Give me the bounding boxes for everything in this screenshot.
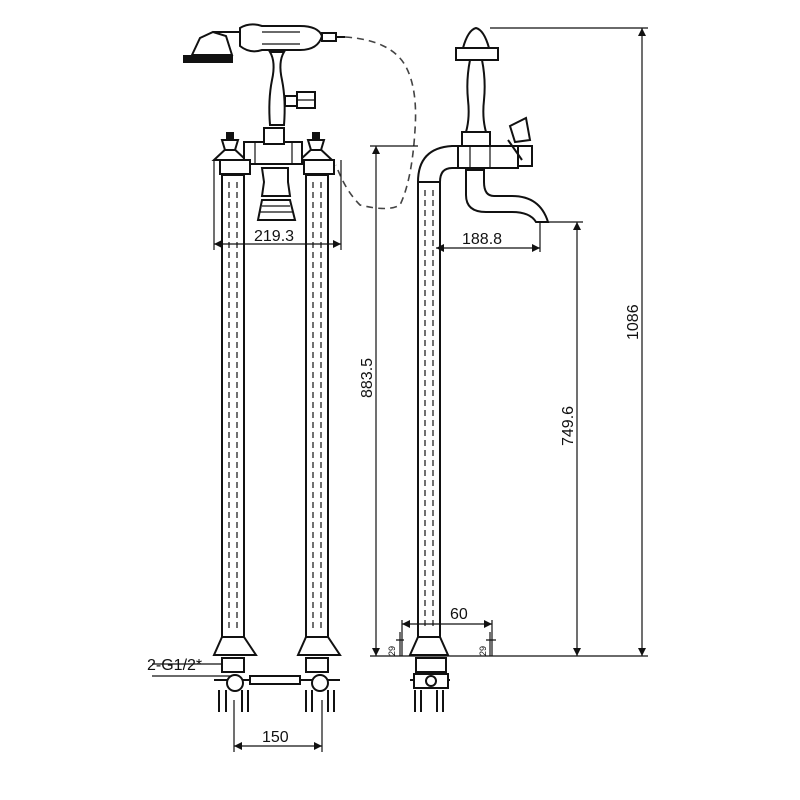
front-view	[183, 23, 417, 712]
dim-column-height: 883.5	[359, 358, 376, 398]
central-neck	[268, 51, 316, 126]
dim-spout-height: 749.6	[560, 406, 577, 446]
side-view	[408, 26, 550, 712]
hand-shower-head	[183, 30, 245, 63]
valve-body	[457, 116, 533, 169]
spout	[465, 169, 550, 223]
side-base-fixings	[410, 657, 450, 712]
dim-base-small-left: 29	[387, 646, 397, 656]
cross-handles	[211, 127, 335, 175]
dimension-lines	[152, 27, 648, 752]
top-knob	[455, 26, 499, 133]
dim-spout-reach: 188.8	[462, 231, 502, 248]
side-column	[408, 181, 450, 656]
supply-elbow	[416, 145, 459, 183]
connection-label: 2-G1/2*	[147, 657, 202, 674]
shower-hose-dashed	[335, 36, 417, 210]
base-fixings	[214, 657, 340, 712]
shower-handle	[239, 23, 345, 53]
dim-left-width: 219.3	[254, 228, 294, 245]
dim-total-height: 1086	[625, 304, 642, 340]
diverter-body	[256, 167, 297, 221]
left-column	[212, 174, 258, 656]
dim-base-spacing: 150	[262, 729, 289, 746]
dim-base-small-right: 29	[478, 646, 488, 656]
right-column	[296, 174, 342, 656]
dim-base-detail: 60	[450, 606, 468, 623]
